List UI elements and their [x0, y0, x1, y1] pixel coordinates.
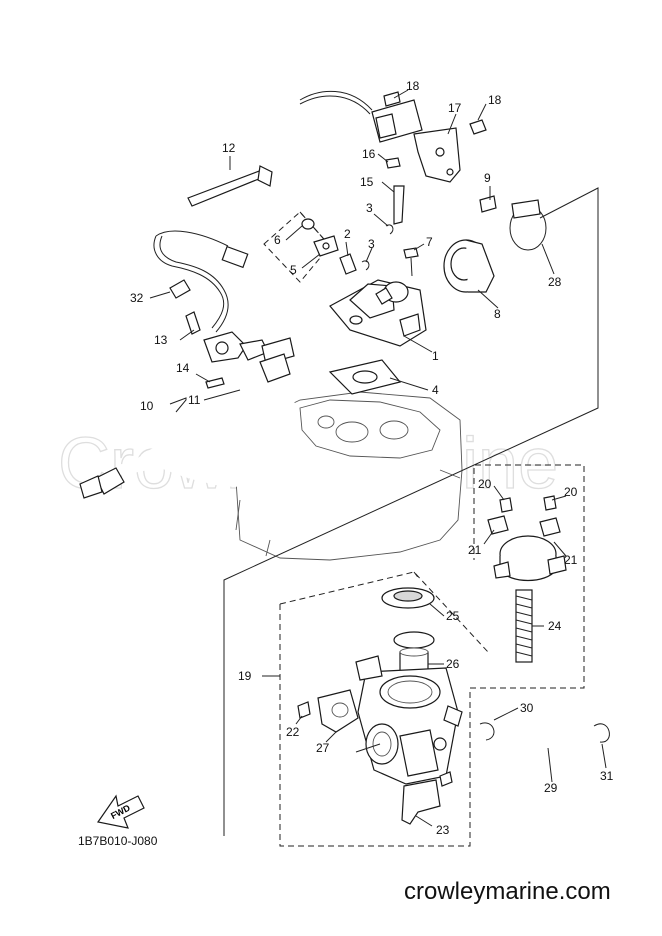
clip-3a [385, 224, 394, 235]
clip-31 [593, 723, 610, 743]
hose-10 [79, 353, 297, 499]
callout-6: 6 [274, 233, 281, 247]
callout-21a: 21 [468, 543, 482, 557]
callout-20a: 20 [478, 477, 492, 491]
callout-25: 25 [446, 609, 460, 623]
callout-15: 15 [360, 175, 374, 189]
clip-16 [385, 157, 401, 169]
bolt-9 [479, 195, 497, 213]
diaphragm-25 [381, 587, 435, 609]
clip-30 [479, 722, 495, 741]
clip-21a [487, 515, 509, 535]
wire-tie-12 [187, 165, 273, 207]
clamp-28 [509, 199, 547, 251]
callout-27: 27 [316, 741, 330, 755]
bolt-14 [205, 377, 225, 389]
callout-32: 32 [130, 291, 144, 305]
callout-21b: 21 [564, 553, 578, 567]
callout-24: 24 [548, 619, 562, 633]
hose-15 [393, 185, 405, 225]
diagram-code: 1B7B010-J080 [78, 834, 158, 848]
callout-31: 31 [600, 769, 614, 783]
callout-28: 28 [548, 275, 562, 289]
cap-32 [169, 279, 191, 299]
callout-18a: 18 [406, 79, 420, 93]
screw-22 [297, 701, 311, 719]
gasket-4 [328, 359, 402, 395]
callout-22: 22 [286, 725, 300, 739]
callout-14: 14 [176, 361, 190, 375]
carburetor-body-19 [355, 655, 463, 785]
callout-19: 19 [238, 669, 252, 683]
bracket-5-6 [301, 218, 339, 257]
fwd-arrow-icon: FWD [96, 794, 145, 829]
clip-3b [361, 260, 370, 271]
callout-10: 10 [140, 399, 154, 413]
callout-5: 5 [290, 263, 297, 277]
screw-20a [499, 497, 513, 513]
callout-11: 11 [188, 393, 201, 407]
wire-harness [153, 90, 373, 333]
callout-9: 9 [484, 171, 491, 185]
callout-7: 7 [426, 235, 433, 249]
callout-12: 12 [222, 141, 236, 155]
callout-16: 16 [362, 147, 376, 161]
website-footer[interactable]: crowleymarine.com [404, 878, 611, 905]
callout-labels: 1 2 3 3 4 5 6 7 8 9 10 11 12 13 14 15 16… [130, 79, 614, 837]
bracket-23 [401, 771, 453, 825]
clip-21b [539, 517, 561, 537]
diaphragm-cover [493, 535, 567, 581]
solenoid-18 [371, 91, 487, 143]
callout-20b: 20 [564, 485, 578, 499]
callout-23: 23 [436, 823, 450, 837]
callout-30: 30 [520, 701, 534, 715]
group-outline [223, 187, 599, 836]
throttle-body-1 [329, 279, 427, 347]
sensor-27 [317, 689, 359, 733]
callout-8: 8 [494, 307, 501, 321]
callout-1: 1 [432, 349, 439, 363]
leader-lines [149, 89, 607, 827]
bracket-17 [413, 127, 461, 183]
callout-3b: 3 [368, 237, 375, 251]
callout-18b: 18 [488, 93, 502, 107]
screw-20b [543, 495, 557, 511]
callout-29: 29 [544, 781, 558, 795]
intake-joint-8 [443, 239, 495, 293]
pin-2 [339, 253, 357, 275]
callout-17: 17 [448, 101, 462, 115]
callout-3a: 3 [366, 201, 373, 215]
callout-4: 4 [432, 383, 439, 397]
sensor-assembly [203, 331, 295, 365]
callout-26: 26 [446, 657, 460, 671]
screw-13 [185, 311, 201, 335]
callout-13: 13 [154, 333, 168, 347]
bolt-7 [403, 247, 419, 277]
hose-29 [489, 725, 595, 746]
spring-24 [515, 589, 533, 663]
callout-2: 2 [344, 227, 351, 241]
